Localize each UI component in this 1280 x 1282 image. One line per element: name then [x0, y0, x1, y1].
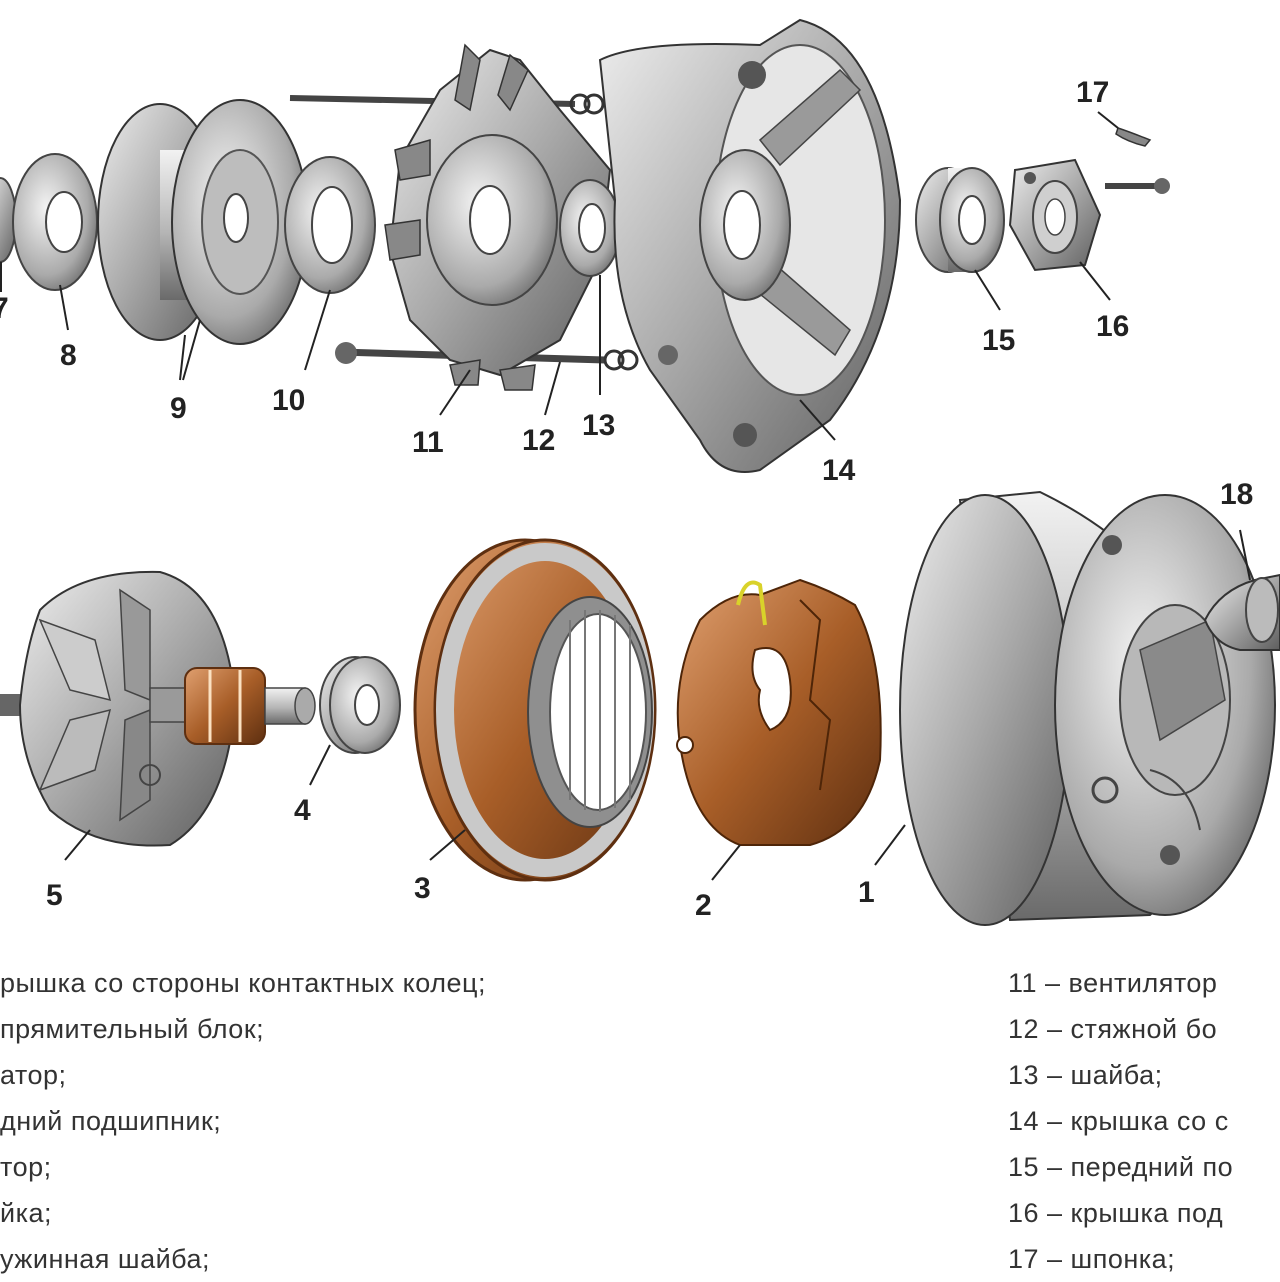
- part-10-spacer: [284, 156, 376, 294]
- callout-18: 18: [1220, 478, 1253, 511]
- alternator-exploded-diagram: 7 8 9 10 11 12 13 14 15 16 17 18 4 5 3 2…: [0, 18, 1280, 926]
- part-3-stator: [413, 538, 657, 882]
- callout-12: 12: [522, 424, 555, 457]
- part-1-slip-ring-end-cover: [899, 490, 1276, 926]
- legend-item: 15 – передний по: [1008, 1152, 1234, 1182]
- part-2-rectifier-unit: [676, 578, 882, 846]
- leader-lines: [0, 111, 1251, 881]
- legend-item: 13 – шайба;: [1008, 1060, 1163, 1090]
- callout-17: 17: [1076, 76, 1109, 109]
- callout-9: 9: [170, 392, 187, 425]
- part-5-rotor: [0, 570, 316, 847]
- legend-item: прямительный блок;: [0, 1014, 265, 1044]
- legend-item: тор;: [0, 1152, 52, 1182]
- part-8-spring-washer: [12, 153, 98, 291]
- legend-item: атор;: [0, 1060, 67, 1090]
- legend-item: 16 – крышка под: [1008, 1198, 1224, 1228]
- legend-item: 14 – крышка со с: [1008, 1106, 1229, 1136]
- callout-14: 14: [822, 454, 856, 487]
- legend-item: 11 – вентилятор: [1008, 968, 1218, 998]
- callout-2: 2: [695, 889, 712, 922]
- callout-1: 1: [858, 876, 875, 909]
- callout-11: 11: [412, 426, 444, 459]
- part-11-fan: [384, 43, 612, 391]
- callout-8: 8: [60, 339, 77, 372]
- legend-item: ужинная шайба;: [0, 1244, 211, 1274]
- part-16-bearing-cover: [1008, 158, 1102, 272]
- part-4-rear-bearing: [319, 656, 401, 754]
- legend-right-column: 11 – вентилятор 12 – стяжной бо 13 – шай…: [1008, 960, 1280, 1282]
- part-13-washer: [559, 179, 621, 277]
- callout-13: 13: [582, 409, 615, 442]
- callout-3: 3: [414, 872, 431, 905]
- callout-15: 15: [982, 324, 1015, 357]
- part-9-pulley: [97, 99, 309, 345]
- callout-7: 7: [0, 292, 9, 325]
- callout-4: 4: [294, 794, 311, 827]
- legend-item: 12 – стяжной бо: [1008, 1014, 1218, 1044]
- part-18-terminal: [1203, 573, 1280, 651]
- legend-item: 17 – шпонка;: [1008, 1244, 1176, 1274]
- callout-10: 10: [272, 384, 305, 417]
- part-17-key: [1105, 127, 1170, 194]
- part-14-drive-end-cover: [598, 18, 902, 473]
- callout-labels: 7 8 9 10 11 12 13 14 15 16 17 18 4 5 3 2…: [0, 76, 1253, 922]
- part-15-front-bearing: [915, 167, 1005, 273]
- legend-item: рышка со стороны контактных колец;: [0, 968, 486, 998]
- legend-item: дний подшипник;: [0, 1106, 222, 1136]
- callout-16: 16: [1096, 310, 1129, 343]
- legend-item: йка;: [0, 1198, 53, 1228]
- callout-5: 5: [46, 879, 63, 912]
- legend-left-column: рышка со стороны контактных колец; прями…: [0, 960, 700, 1282]
